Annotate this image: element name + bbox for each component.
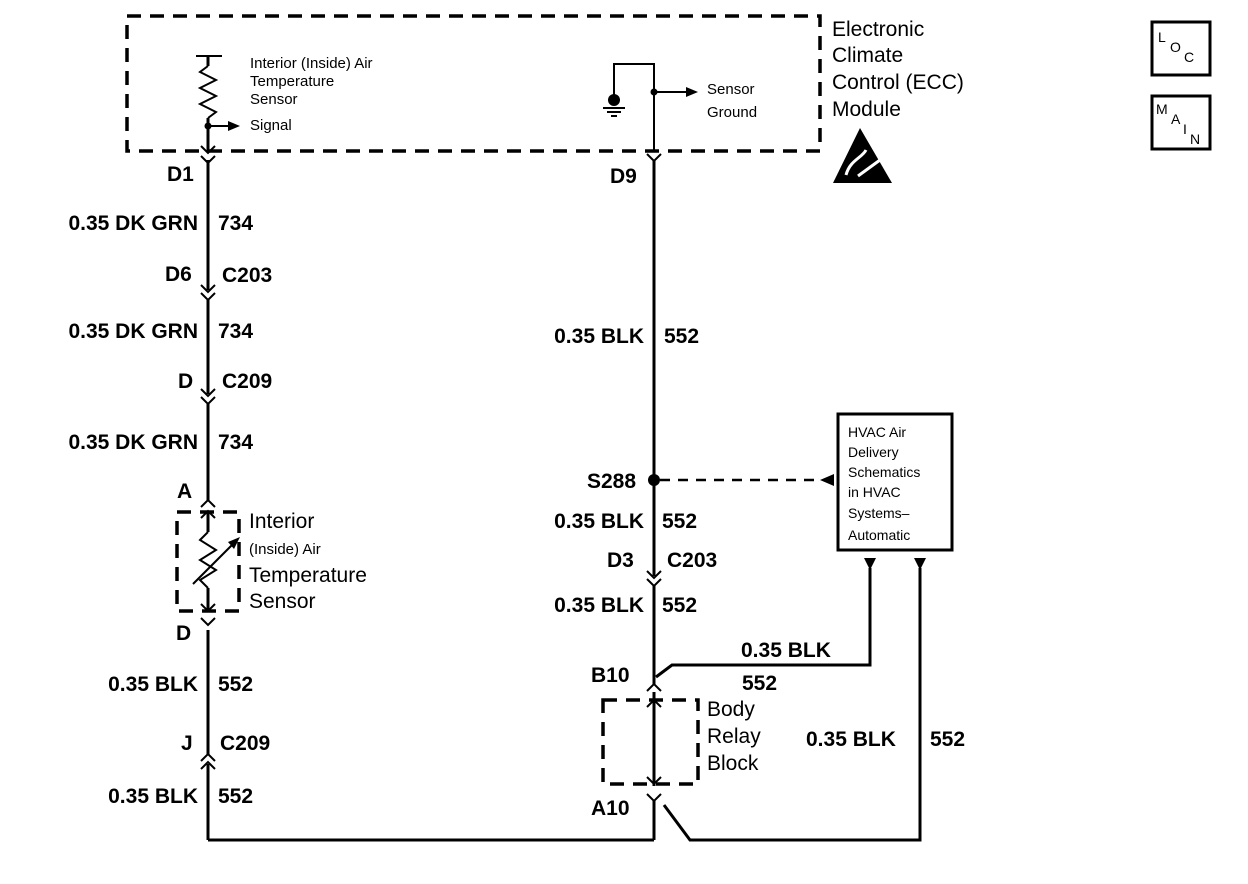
branch2-gauge: 0.35 BLK	[806, 728, 896, 751]
left-conn1-pin: D6	[165, 263, 192, 286]
connector-a10-symbol	[646, 793, 662, 803]
svg-text:M: M	[1156, 101, 1168, 117]
right-circuit-wire	[652, 160, 922, 842]
connector-c203-left-symbol	[200, 284, 216, 302]
left-conn3-name: C209	[220, 732, 270, 755]
ecc-sensor-label-1: Interior (Inside) Air	[250, 55, 373, 72]
connector-c209-top-symbol	[200, 388, 216, 406]
ecc-internal-ground	[603, 63, 698, 152]
left-wire2-gauge: 0.35 DK GRN	[68, 320, 198, 343]
hvac-reference-box[interactable]	[836, 412, 954, 552]
ecc-title-1: Electronic	[832, 18, 924, 41]
svg-text:A: A	[1171, 111, 1181, 127]
svg-text:I: I	[1183, 121, 1187, 137]
left-conn2-name: C209	[222, 370, 272, 393]
ecc-module-box	[125, 14, 822, 153]
connector-sensor-a-symbol	[200, 498, 216, 508]
ecc-ground-label-2: Ground	[707, 104, 757, 121]
esd-warning-icon	[833, 128, 892, 183]
splice-s288-label: S288	[587, 470, 636, 493]
connector-c209-bottom-symbol	[200, 752, 216, 770]
ecc-title-3: Control (ECC)	[832, 71, 964, 94]
loc-icon[interactable]: L O C	[1150, 20, 1212, 77]
sensor-label-1: Interior	[249, 510, 314, 533]
relay-label-1: Body	[707, 698, 755, 721]
connector-c203-right-symbol	[646, 570, 662, 588]
sensor-pin-d: D	[176, 622, 191, 645]
ecc-sensor-label-2: Temperature	[250, 73, 334, 90]
ecc-internal-resistor	[196, 55, 240, 152]
hvac-branch2-arrow	[914, 558, 926, 570]
sensor-pin-a: A	[177, 480, 192, 503]
ecc-signal-label: Signal	[250, 117, 292, 134]
sensor-label-2: (Inside) Air	[249, 541, 321, 558]
sensor-label-4: Sensor	[249, 590, 316, 613]
hvac-ref-line-3: Schematics	[848, 464, 920, 480]
svg-text:C: C	[1184, 49, 1194, 65]
left-wire1-gauge: 0.35 DK GRN	[68, 212, 198, 235]
right-wire3-num: 552	[662, 594, 697, 617]
right-conn-pin: D3	[607, 549, 634, 572]
hvac-branch1-arrow	[864, 558, 876, 570]
pin-d1: D1	[167, 163, 194, 186]
pin-d9: D9	[610, 165, 637, 188]
ecc-sensor-label-3: Sensor	[250, 91, 298, 108]
body-relay-block-box	[601, 698, 700, 786]
main-icon[interactable]: M A I N	[1150, 94, 1212, 151]
ecc-title-2: Climate	[832, 44, 903, 67]
connector-d9-symbol	[646, 153, 662, 163]
right-wire1-num: 552	[664, 325, 699, 348]
connector-b10-symbol	[646, 682, 662, 692]
left-wire1-num: 734	[218, 212, 253, 235]
left-wire4-num: 552	[218, 673, 253, 696]
branch1-num: 552	[742, 672, 777, 695]
relay-label-2: Relay	[707, 725, 761, 748]
left-conn2-pin: D	[178, 370, 193, 393]
connector-d1-symbol	[200, 145, 216, 165]
svg-text:N: N	[1190, 131, 1200, 147]
left-wire5-num: 552	[218, 785, 253, 808]
branch1-gauge: 0.35 BLK	[741, 639, 831, 662]
right-wire1-gauge: 0.35 BLK	[554, 325, 644, 348]
connector-sensor-d-symbol	[200, 617, 216, 627]
hvac-ref-line-6: Automatic	[848, 527, 910, 543]
hvac-ref-line-2: Delivery	[848, 444, 899, 460]
splice-ref-arrow	[820, 474, 834, 486]
left-wire4-gauge: 0.35 BLK	[108, 673, 198, 696]
right-wire2-num: 552	[662, 510, 697, 533]
hvac-ref-line-5: Systems–	[848, 505, 910, 521]
main-label-hidden: MAIN	[1162, 168, 1165, 171]
left-wire3-num: 734	[218, 431, 253, 454]
left-wire3-gauge: 0.35 DK GRN	[68, 431, 198, 454]
left-conn3-pin: J	[181, 732, 193, 755]
ecc-title-4: Module	[832, 98, 901, 121]
svg-text:L: L	[1158, 29, 1166, 45]
sensor-label-3: Temperature	[249, 564, 367, 587]
relay-pin-a10: A10	[591, 797, 630, 820]
hvac-ref-line-4: in HVAC	[848, 484, 901, 500]
relay-label-3: Block	[707, 752, 759, 775]
relay-internal-wire	[646, 692, 662, 786]
loc-label-hidden: LOC	[1162, 165, 1164, 167]
left-wire5-gauge: 0.35 BLK	[108, 785, 198, 808]
left-conn1-name: C203	[222, 264, 272, 287]
branch2-num: 552	[930, 728, 965, 751]
right-conn-name: C203	[667, 549, 717, 572]
hvac-ref-line-1: HVAC Air	[848, 424, 906, 440]
right-wire2-gauge: 0.35 BLK	[554, 510, 644, 533]
svg-text:O: O	[1170, 39, 1181, 55]
ecc-ground-label-1: Sensor	[707, 81, 755, 98]
splice-s288-dot	[648, 474, 660, 486]
right-wire3-gauge: 0.35 BLK	[554, 594, 644, 617]
left-circuit-wire	[206, 160, 654, 842]
thermistor-icon	[192, 509, 240, 613]
left-wire2-num: 734	[218, 320, 253, 343]
relay-pin-b10: B10	[591, 664, 630, 687]
